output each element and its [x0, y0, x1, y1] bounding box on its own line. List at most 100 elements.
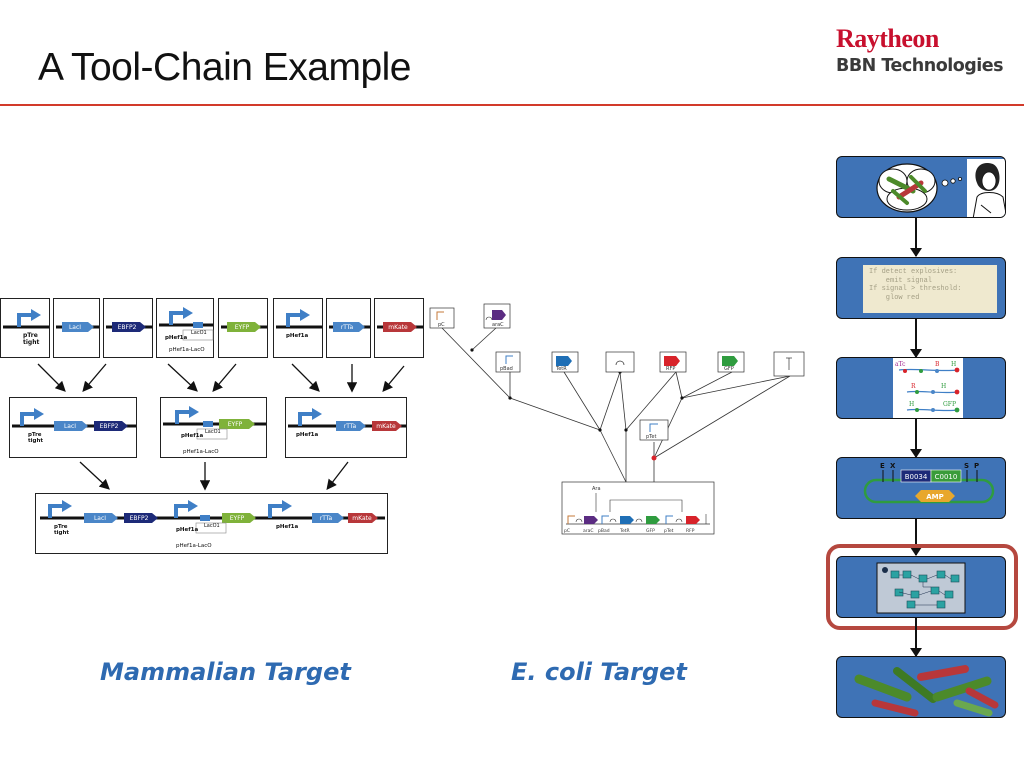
ecoli-ptet-label: pTet — [664, 528, 674, 534]
network-h-label: H — [951, 361, 956, 368]
gene-mkate-label: mKate — [388, 324, 408, 331]
ecoli-part-pbad: pBad — [495, 351, 521, 373]
part-b0034-label: B0034 — [905, 473, 928, 481]
site-p-label: P — [974, 462, 979, 470]
assembly-phef1a-rtta-mkate: pHef1a rTTa mKate — [285, 397, 407, 458]
gene-mkate-label: mKate — [376, 423, 396, 430]
pipeline-step-network: aTc B H R H H GFP — [836, 357, 1006, 419]
ecoli-part-rfp: RFP — [659, 351, 687, 373]
ecoli-part-arac: araC — [483, 303, 511, 329]
part-ptre-tight: pTre tight — [0, 298, 50, 358]
arrow — [291, 363, 320, 392]
arrow — [82, 363, 107, 392]
operator-laco1-label: LacO1 — [191, 330, 207, 336]
promoter-phef1a-label: pHef1a — [165, 335, 187, 341]
ecoli-part-terminator-2 — [773, 351, 805, 377]
promoter-phef1a-label: pHef1a — [296, 432, 318, 438]
site-e-label: E — [880, 462, 885, 470]
promoter-phef1a-label: pHef1a — [176, 527, 198, 533]
ecoli-part-tetr: TetR — [551, 351, 579, 373]
gene-mkate-label: mKate — [352, 515, 372, 522]
operator-laco1-label: LacO1 — [204, 523, 220, 529]
assembly-full-mammalian: pTre tight LacI EBFP2 pHef1a LacO1 EYFP … — [35, 493, 388, 554]
part-ebfp2: EBFP2 — [103, 298, 153, 358]
promoter-phef1a-label: pHef1a — [286, 333, 308, 339]
hybrid-promoter-label: pHef1a-LacO — [176, 543, 212, 549]
arrow — [37, 363, 66, 392]
slide-title: A Tool-Chain Example — [38, 46, 412, 89]
code-line: If detect explosives: — [869, 268, 958, 276]
operator-laco1-label: LacO1 — [205, 429, 221, 435]
ecoli-rfp-label: RFP — [666, 366, 675, 372]
logo-raytheon: Raytheon — [836, 24, 939, 53]
hybrid-promoter-label: pHef1a-LacO — [183, 449, 219, 455]
network-atc-label: aTc — [895, 361, 906, 368]
gene-eyfp-label: EYFP — [230, 515, 245, 522]
gene-rtta-label: rTTa — [320, 515, 333, 522]
ecoli-part-ptet: pTet — [639, 419, 669, 441]
promoter-phef1a-label: pHef1a — [276, 524, 298, 530]
part-phef1a-laco: pHef1a LacO1 pHef1a-LacO — [156, 298, 214, 358]
promoter-ptre-label: pTre — [54, 524, 68, 530]
promoter-tight-label: tight — [23, 339, 39, 346]
ecoli-arac-label: araC — [583, 528, 594, 534]
part-rtta: rTTa — [326, 298, 371, 358]
pipeline-step-assembly: E X S P B0034 C0010 AMP — [836, 457, 1006, 519]
arrow — [79, 461, 110, 490]
part-c0010-label: C0010 — [935, 473, 958, 481]
mammalian-arrows — [37, 363, 405, 491]
ecoli-tetr-label: TetR — [619, 528, 630, 534]
ecoli-pbad-label: pBad — [500, 366, 513, 372]
code-line: If signal > threshold: — [869, 285, 962, 294]
ecoli-network-diagram: pC araC pBad TetR RFP GFP pTet — [429, 303, 805, 535]
promoter-tight-label: tight — [28, 438, 43, 444]
arrow — [326, 461, 349, 491]
ecoli-pc-label: pC — [564, 528, 570, 534]
ecoli-ara-label: Ara — [592, 486, 601, 492]
promoter-phef1a-label: pHef1a — [181, 433, 203, 439]
ecoli-tetr-label: TetR — [555, 366, 567, 372]
arrow — [382, 365, 405, 392]
promoter-ptre-label: pTre — [23, 332, 38, 339]
marker-amp-label: AMP — [926, 493, 944, 501]
pipeline-step-compile — [836, 556, 1006, 618]
network-h-label: H — [909, 401, 914, 408]
gene-laci-label: LacI — [94, 515, 106, 522]
code-line: emit signal — [869, 276, 933, 285]
ecoli-target-label: E. coli Target — [511, 658, 687, 686]
title-divider — [0, 104, 1024, 106]
gene-laci-label: LacI — [69, 324, 81, 331]
arrow — [212, 363, 237, 392]
promoter-tight-label: tight — [54, 530, 69, 536]
pipeline-step-idea — [836, 156, 1006, 218]
ecoli-ptet-label: pTet — [646, 434, 656, 440]
gene-ebfp2-label: EBFP2 — [130, 515, 149, 522]
gene-rtta-label: rTTa — [341, 324, 354, 331]
site-x-label: X — [890, 462, 896, 470]
network-b-label: B — [935, 361, 940, 368]
arrow — [167, 363, 198, 392]
promoter-ptre-label: pTre — [28, 432, 42, 438]
flow-arrow — [910, 319, 922, 358]
pipeline-step-cells — [836, 656, 1006, 718]
gene-ebfp2-label: EBFP2 — [118, 324, 137, 331]
mammalian-target-label: Mammalian Target — [100, 658, 351, 686]
hybrid-promoter-label: pHef1a-LacO — [169, 347, 205, 353]
flow-arrow — [910, 519, 922, 556]
ecoli-gfp-label: GFP — [724, 366, 734, 372]
ecoli-part-gfp: GFP — [717, 351, 745, 373]
network-gfp-label: GFP — [943, 401, 956, 408]
company-logo: Raytheon BBN Technologies — [836, 26, 1016, 77]
ecoli-arac-label: araC — [492, 322, 504, 328]
flow-arrow — [910, 218, 922, 257]
logo-bbn: BBN Technologies — [836, 56, 1004, 76]
part-eyfp: EYFP — [218, 298, 268, 358]
assembly-ptre-laci-ebfp2: pTre tight LacI EBFP2 — [9, 397, 137, 458]
ecoli-pbad-label: pBad — [598, 528, 610, 534]
ecoli-rfp-label: RFP — [686, 528, 695, 534]
gene-rtta-label: rTTa — [344, 423, 357, 430]
ecoli-part-terminator-1 — [605, 351, 635, 373]
network-r-label: R — [911, 383, 916, 390]
